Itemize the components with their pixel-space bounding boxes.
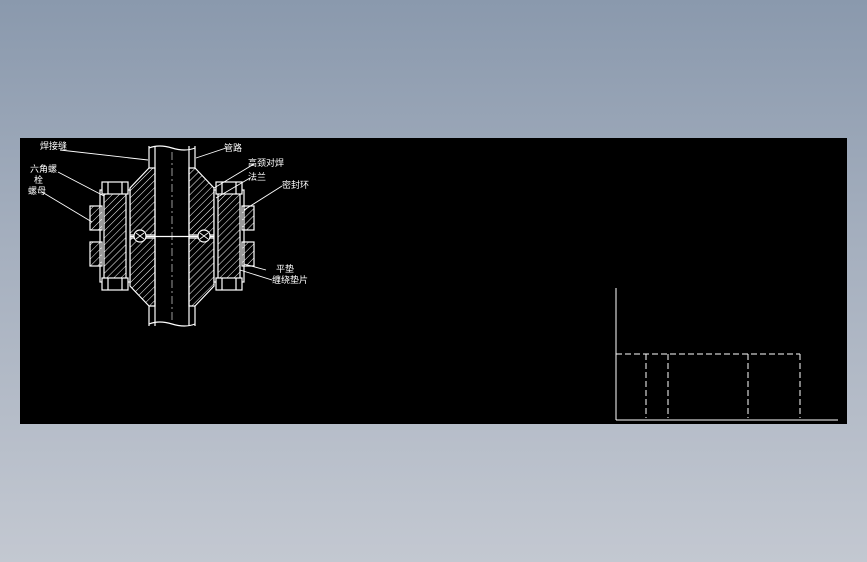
label-neck-flange-2: 法兰 (248, 171, 266, 183)
label-nut: 螺母 (28, 186, 46, 197)
label-weld-seam: 焊接缝 (40, 140, 67, 152)
pipe-lower (148, 306, 196, 327)
pipe-upper (148, 145, 196, 168)
label-hex-bolt: 六角螺 (30, 163, 57, 175)
label-washer: 平垫 (276, 263, 294, 275)
label-seal-ring: 密封环 (282, 179, 309, 191)
left-bolt-assembly (89, 181, 131, 291)
leader-lines (41, 147, 283, 281)
right-bolt-assembly (213, 181, 255, 291)
label-gasket: 缠绕垫片 (272, 274, 308, 286)
label-hex-bolt-2: 栓 (34, 174, 43, 186)
title-block (615, 288, 838, 421)
label-neck-flange: 高颈对焊 (248, 157, 284, 169)
cad-drawing-viewport[interactable]: 焊接缝 六角螺 栓 螺母 管路 高颈对焊 法兰 密封环 平垫 缠绕垫片 (20, 138, 847, 424)
flange-body (129, 152, 215, 322)
flange-assembly-drawing: 焊接缝 六角螺 栓 螺母 管路 高颈对焊 法兰 密封环 平垫 缠绕垫片 (28, 140, 838, 421)
label-pipe: 管路 (224, 142, 242, 154)
